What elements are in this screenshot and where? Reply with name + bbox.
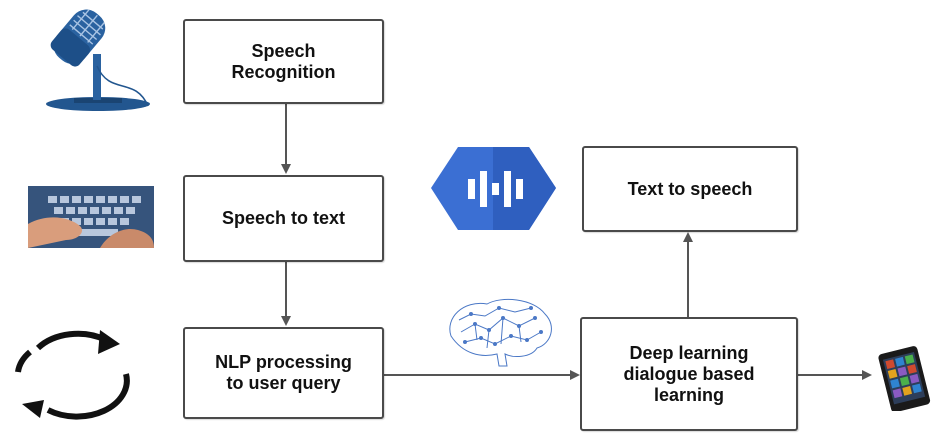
deep-learning-label: Deep learning dialogue based learning <box>623 342 755 405</box>
speech-recognition-box: Speech Recognition <box>183 19 384 104</box>
speech-to-text-box: Speech to text <box>183 175 384 262</box>
speech-to-text-label: Speech to text <box>221 208 346 228</box>
touch-keyboard-photo <box>28 186 154 248</box>
text-to-speech-box: Text to speech <box>582 146 798 232</box>
smartphone-photo <box>878 346 931 411</box>
deep-learning-box: Deep learning dialogue based learning <box>580 317 798 431</box>
nlp-processing-label: NLP processing to user query <box>215 352 352 393</box>
cycle-arrows-icon <box>15 330 130 420</box>
text-to-speech-label: Text to speech <box>627 178 753 199</box>
circuit-brain-icon <box>449 298 552 367</box>
speech-recognition-label: Speech Recognition <box>231 40 336 82</box>
nlp-processing-box: NLP processing to user query <box>183 327 384 419</box>
microphone-icon <box>46 9 150 111</box>
speech-waveform-hexagon-icon <box>431 147 556 230</box>
